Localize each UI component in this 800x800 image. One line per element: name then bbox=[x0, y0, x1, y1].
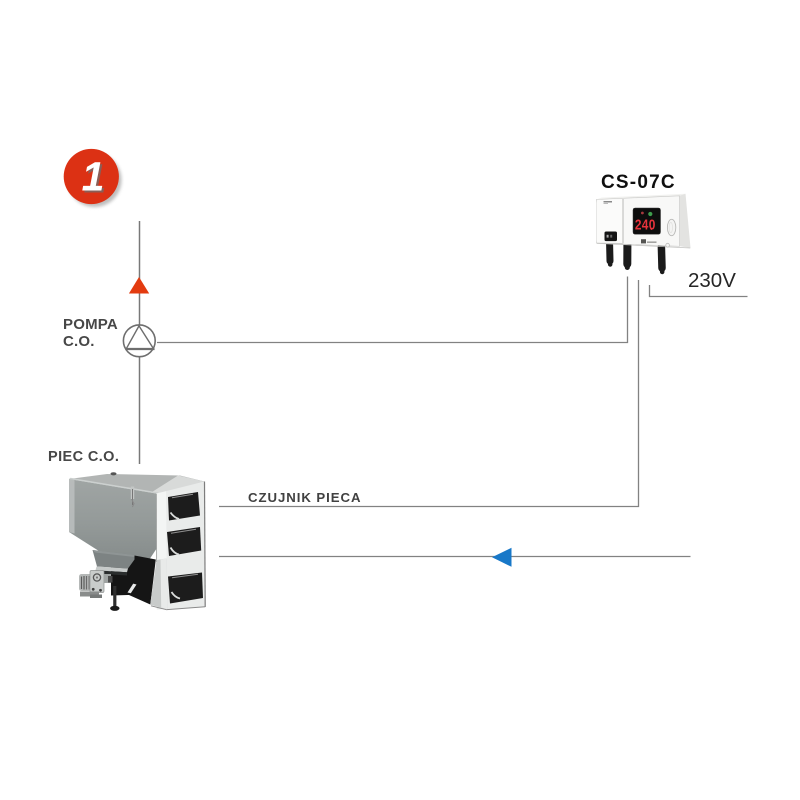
svg-text:1: 1 bbox=[84, 156, 107, 202]
svg-text:1: 1 bbox=[82, 154, 105, 200]
svg-text:240: 240 bbox=[635, 216, 656, 233]
